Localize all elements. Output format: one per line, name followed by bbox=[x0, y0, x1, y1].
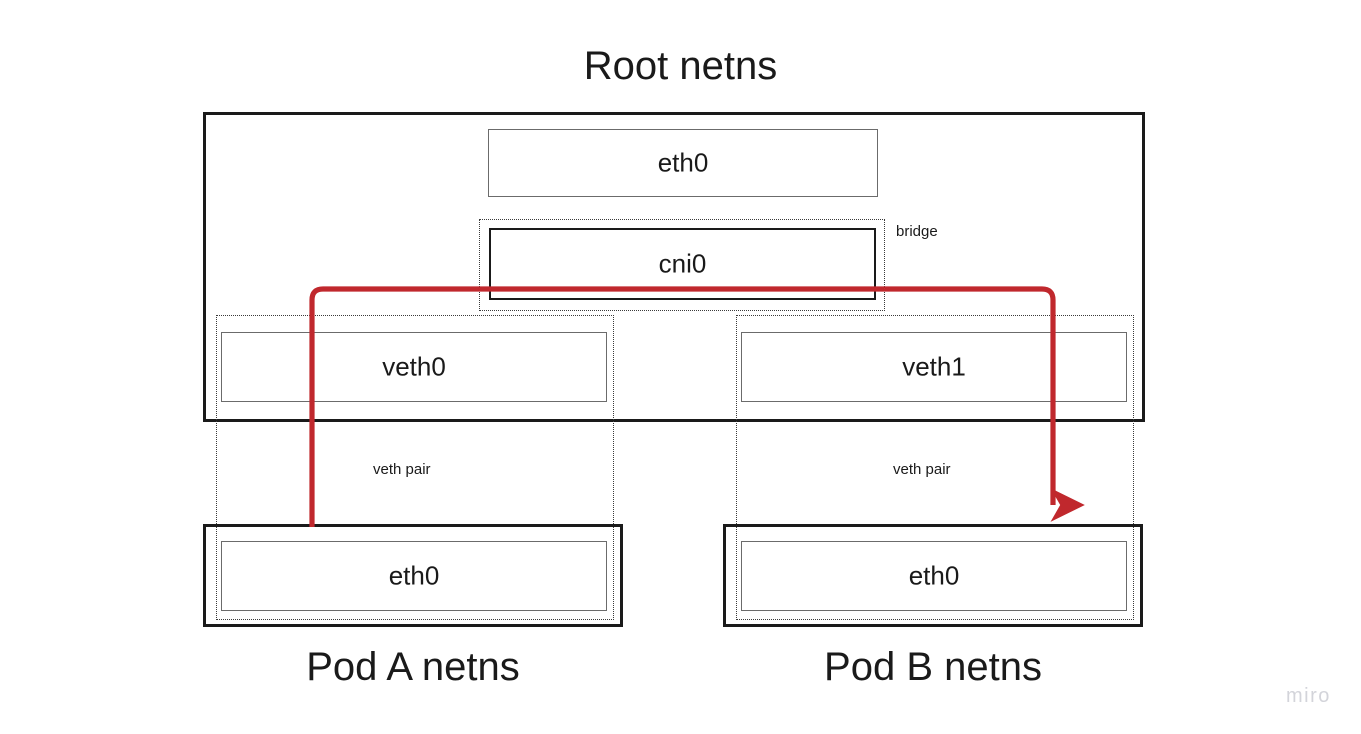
root-netns-eth0-label: eth0 bbox=[657, 147, 709, 178]
veth-pair-label-left: veth pair bbox=[373, 461, 431, 478]
pod-b-eth0-box: eth0 bbox=[741, 541, 1127, 611]
veth1-label: veth1 bbox=[902, 351, 966, 382]
pod-a-eth0-label: eth0 bbox=[388, 560, 440, 591]
veth0-label: veth0 bbox=[382, 351, 446, 382]
veth1-box: veth1 bbox=[741, 332, 1127, 402]
pod-a-netns-title: Pod A netns bbox=[306, 645, 520, 689]
bridge-annotation-label: bridge bbox=[896, 223, 938, 240]
page-title: Root netns bbox=[583, 44, 778, 88]
cni0-bridge-box: cni0 bbox=[489, 228, 876, 300]
pod-a-eth0-box: eth0 bbox=[221, 541, 607, 611]
pod-b-eth0-label: eth0 bbox=[908, 560, 960, 591]
miro-watermark: miro bbox=[1286, 685, 1331, 707]
veth0-box: veth0 bbox=[221, 332, 607, 402]
pod-b-netns-title: Pod B netns bbox=[824, 645, 1042, 689]
root-netns-eth0-box: eth0 bbox=[488, 129, 878, 197]
cni0-bridge-label: cni0 bbox=[658, 248, 707, 279]
veth-pair-label-right: veth pair bbox=[893, 461, 951, 478]
